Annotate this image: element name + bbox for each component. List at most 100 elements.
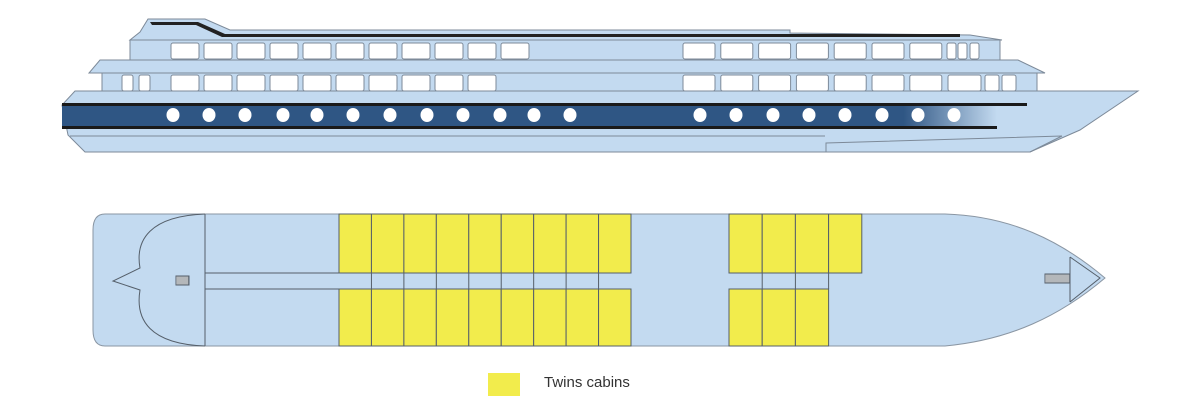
twin-cabin xyxy=(403,213,437,274)
side-profile xyxy=(61,18,1140,153)
deck-plan xyxy=(92,213,1106,347)
window xyxy=(434,74,464,92)
window xyxy=(335,42,365,60)
porthole xyxy=(456,108,470,122)
twin-cabin xyxy=(468,288,502,347)
porthole xyxy=(166,108,180,122)
window xyxy=(138,74,151,92)
window xyxy=(368,74,398,92)
window xyxy=(170,42,200,60)
window xyxy=(947,74,982,92)
twin-cabin xyxy=(370,288,405,347)
porthole xyxy=(420,108,434,122)
window xyxy=(302,74,332,92)
porthole xyxy=(947,108,961,122)
bow-detail xyxy=(825,135,1063,153)
window xyxy=(203,42,233,60)
window xyxy=(302,42,332,60)
window xyxy=(946,42,957,60)
window xyxy=(269,42,299,60)
twin-cabin xyxy=(468,213,502,274)
porthole xyxy=(802,108,816,122)
twin-cabin xyxy=(794,288,830,347)
twin-cabin xyxy=(828,213,863,274)
window xyxy=(335,74,365,92)
twin-cabin xyxy=(794,213,830,274)
window xyxy=(909,74,943,92)
twin-cabin xyxy=(435,288,470,347)
twin-cabin xyxy=(500,213,535,274)
window xyxy=(467,42,497,60)
window xyxy=(236,42,266,60)
window xyxy=(795,74,829,92)
twin-cabin xyxy=(761,288,796,347)
twin-cabin xyxy=(598,288,632,347)
twin-cabin xyxy=(565,213,600,274)
window xyxy=(720,74,754,92)
hull-black-line-bottom xyxy=(62,126,997,129)
window xyxy=(795,42,829,60)
window xyxy=(871,74,905,92)
window xyxy=(467,74,497,92)
upper-windows xyxy=(170,42,980,60)
hull-black-line-top xyxy=(62,103,1027,106)
porthole xyxy=(310,108,324,122)
porthole xyxy=(911,108,925,122)
porthole xyxy=(527,108,541,122)
twin-cabin xyxy=(338,288,372,347)
twin-cabin xyxy=(533,213,567,274)
twin-cabin xyxy=(370,213,405,274)
roof-black-trim xyxy=(150,22,960,37)
window xyxy=(682,42,716,60)
window xyxy=(758,74,792,92)
window xyxy=(833,42,867,60)
porthole xyxy=(346,108,360,122)
twin-cabin xyxy=(403,288,437,347)
legend-swatch-twins-cabins xyxy=(488,373,520,396)
porthole xyxy=(729,108,743,122)
window xyxy=(269,74,299,92)
porthole xyxy=(875,108,889,122)
window xyxy=(1001,74,1017,92)
porthole xyxy=(383,108,397,122)
stairs-forward-icon xyxy=(1044,273,1071,284)
window xyxy=(121,74,134,92)
window xyxy=(203,74,233,92)
stairs-aft-icon xyxy=(175,275,190,286)
window xyxy=(758,42,792,60)
stern-deck-curve xyxy=(111,213,206,347)
porthole xyxy=(563,108,577,122)
twin-cabin xyxy=(500,288,535,347)
twin-cabin xyxy=(598,213,632,274)
window xyxy=(871,42,905,60)
porthole xyxy=(838,108,852,122)
window xyxy=(909,42,943,60)
twin-cabin xyxy=(761,213,796,274)
window xyxy=(833,74,867,92)
window xyxy=(984,74,1000,92)
porthole xyxy=(202,108,216,122)
twin-cabin xyxy=(435,213,470,274)
window xyxy=(969,42,980,60)
window xyxy=(401,74,431,92)
porthole xyxy=(276,108,290,122)
window xyxy=(500,42,530,60)
porthole xyxy=(238,108,252,122)
upper-deck-plate xyxy=(87,59,1046,74)
bow-inner-tip xyxy=(1069,256,1101,303)
window xyxy=(957,42,968,60)
window xyxy=(682,74,716,92)
window xyxy=(170,74,200,92)
legend-label-twins-cabins: Twins cabins xyxy=(544,374,630,391)
cabins xyxy=(338,213,863,347)
lower-windows xyxy=(121,74,1017,92)
twin-cabin xyxy=(728,288,763,347)
twin-cabin xyxy=(565,288,600,347)
porthole xyxy=(766,108,780,122)
window xyxy=(434,42,464,60)
window xyxy=(368,42,398,60)
window xyxy=(236,74,266,92)
portholes xyxy=(166,108,961,122)
stair-frame xyxy=(175,275,190,286)
